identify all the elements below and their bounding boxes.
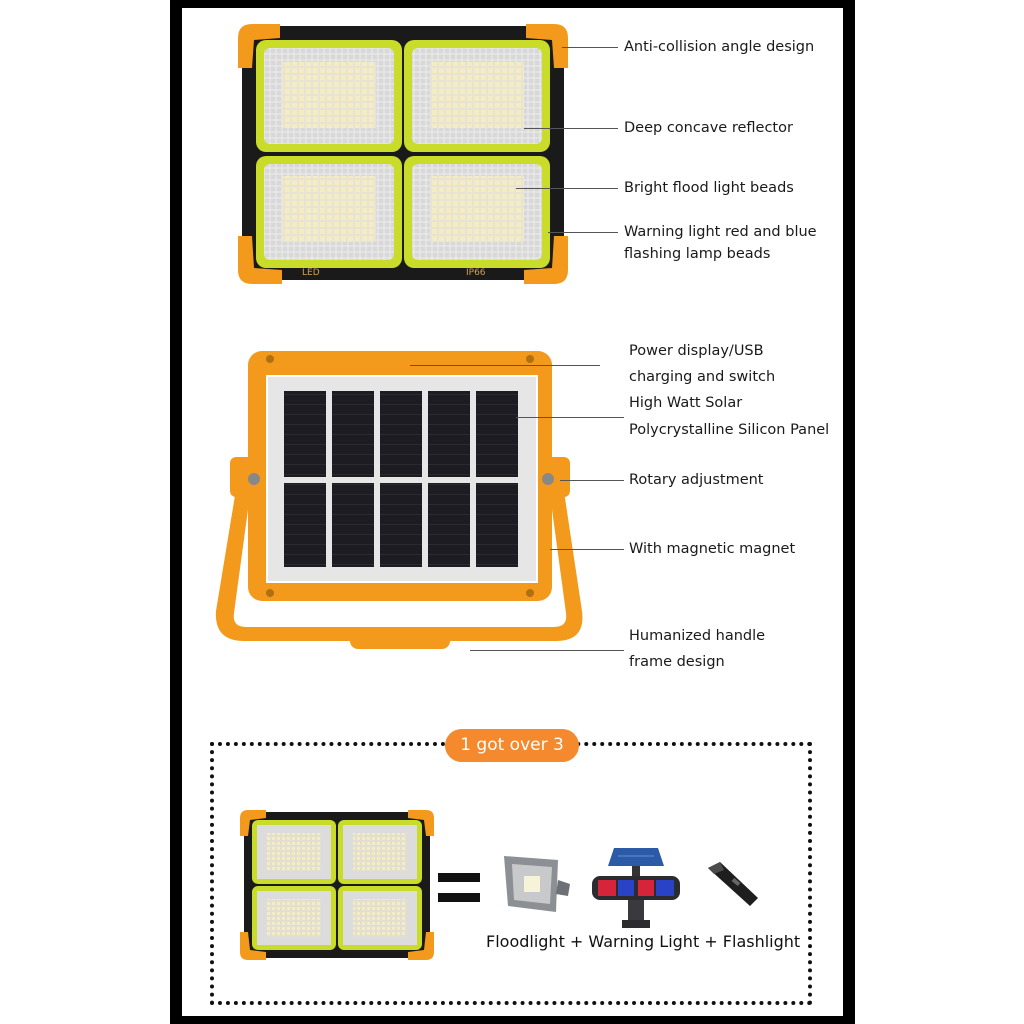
label-rotary: Rotary adjustment bbox=[629, 472, 764, 488]
leader-line bbox=[524, 128, 618, 129]
leader-line bbox=[560, 480, 624, 481]
lamp-print-ip66: IP66 bbox=[466, 268, 486, 278]
label-solar: High Watt Solar bbox=[629, 395, 743, 411]
label-anti-collision: Anti-collision angle design bbox=[624, 39, 815, 55]
leader-line bbox=[562, 47, 618, 48]
warning-light-icon bbox=[592, 848, 680, 928]
label-warning-light-2: flashing lamp beads bbox=[624, 246, 771, 262]
label-silicon-panel: Polycrystalline Silicon Panel bbox=[629, 422, 830, 438]
label-flood-beads: Bright flood light beads bbox=[624, 180, 794, 196]
front-lamp-image: LED IP66 bbox=[238, 24, 568, 284]
frame-right-border bbox=[843, 0, 855, 1024]
leader-line bbox=[470, 650, 624, 651]
label-handle: Humanized handle bbox=[629, 628, 766, 644]
badge-1-got-over-3: 1 got over 3 bbox=[445, 729, 579, 762]
frame-bottom-border bbox=[170, 1016, 855, 1024]
label-reflector: Deep concave reflector bbox=[624, 120, 793, 136]
flashlight-icon bbox=[708, 862, 758, 906]
back-lamp-image bbox=[215, 351, 583, 649]
frame-left-border bbox=[170, 0, 182, 1024]
equals-sign bbox=[438, 873, 480, 903]
label-warning-light: Warning light red and blue bbox=[624, 224, 817, 240]
small-lamp-image bbox=[240, 810, 434, 960]
leader-line bbox=[516, 188, 618, 189]
frame-top-border bbox=[170, 0, 855, 8]
label-charging-switch: charging and switch bbox=[629, 369, 776, 385]
floodlight-icon bbox=[504, 856, 570, 912]
leader-line bbox=[550, 549, 624, 550]
lamp-print-led: LED bbox=[302, 268, 320, 278]
label-magnet: With magnetic magnet bbox=[629, 541, 796, 557]
label-power-display: Power display/USB bbox=[629, 343, 764, 359]
leader-line bbox=[548, 232, 618, 233]
label-frame-design: frame design bbox=[629, 654, 725, 670]
leader-line bbox=[410, 365, 600, 366]
three-in-one-caption: Floodlight + Warning Light + Flashlight bbox=[486, 932, 801, 951]
leader-line bbox=[516, 417, 624, 418]
